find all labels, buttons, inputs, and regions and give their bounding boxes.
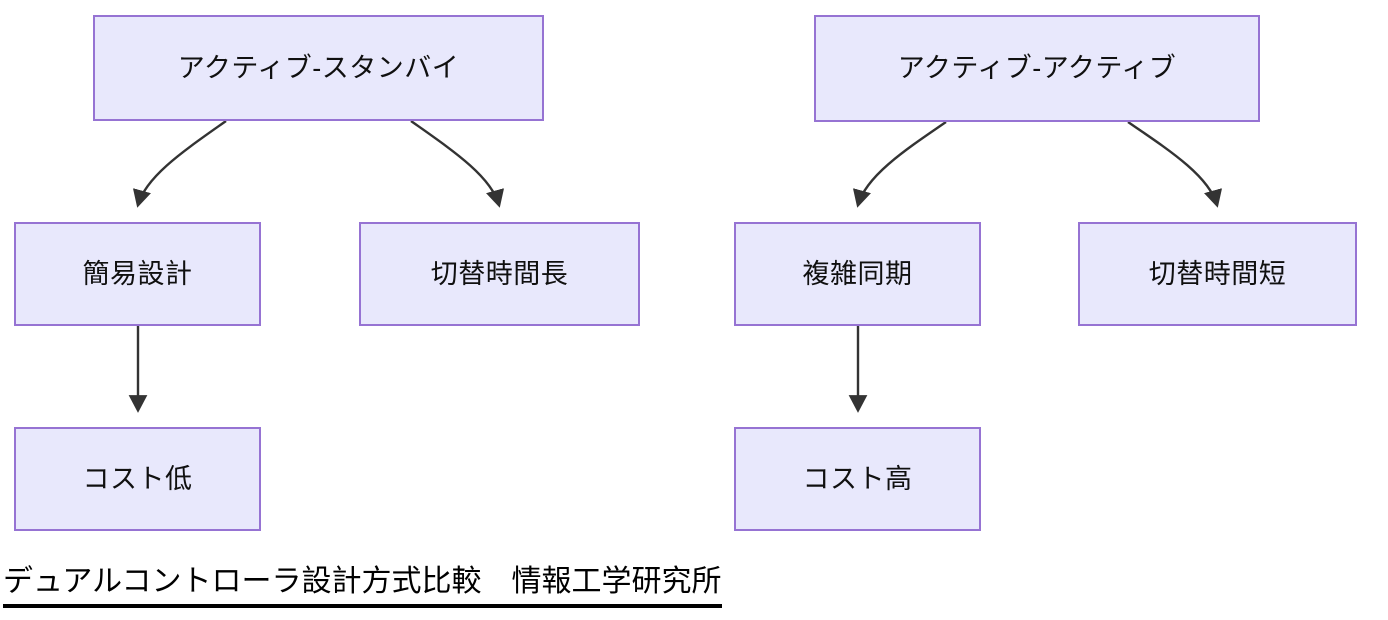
node-low-cost[interactable]: コスト低	[14, 427, 261, 531]
node-active-active[interactable]: アクティブ-アクティブ	[814, 15, 1260, 122]
node-active-standby-label: アクティブ-スタンバイ	[177, 52, 460, 83]
node-high-cost[interactable]: コスト高	[734, 427, 981, 531]
node-short-switch-label: 切替時間短	[1148, 258, 1287, 289]
node-short-switch[interactable]: 切替時間短	[1078, 222, 1357, 326]
node-simple-design-label: 簡易設計	[82, 258, 193, 289]
diagram-caption: デュアルコントローラ設計方式比較 情報工学研究所	[3, 560, 722, 608]
edge-active-standby-to-long-switch	[410, 120, 505, 208]
edge-active-active-to-short-switch	[1127, 121, 1223, 208]
node-long-switch[interactable]: 切替時間長	[359, 222, 640, 326]
node-complex-sync-label: 複雑同期	[802, 258, 913, 289]
node-active-standby[interactable]: アクティブ-スタンバイ	[93, 15, 544, 121]
node-complex-sync[interactable]: 複雑同期	[734, 222, 981, 326]
node-high-cost-label: コスト高	[802, 463, 913, 494]
edge-active-standby-to-simple-design	[132, 120, 227, 208]
edge-active-active-to-complex-sync	[852, 121, 947, 208]
node-long-switch-label: 切替時間長	[430, 258, 569, 289]
node-low-cost-label: コスト低	[82, 463, 193, 494]
node-simple-design[interactable]: 簡易設計	[14, 222, 261, 326]
node-active-active-label: アクティブ-アクティブ	[897, 53, 1177, 84]
